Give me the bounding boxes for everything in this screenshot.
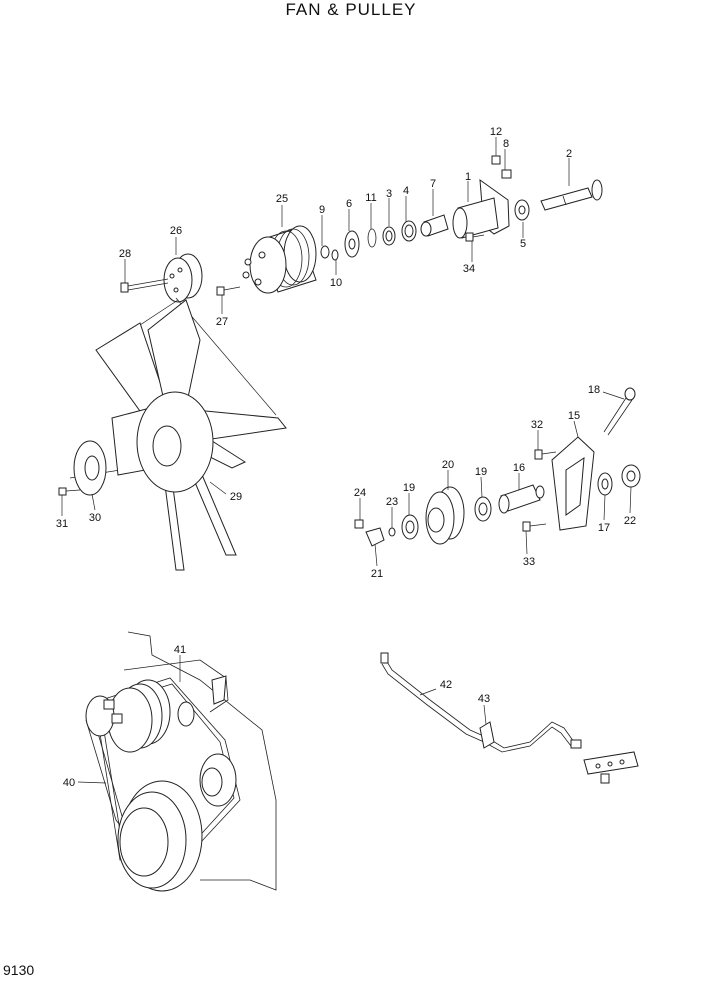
callout-25: 25 xyxy=(276,193,288,205)
part-bolt-18[interactable] xyxy=(603,387,636,436)
leader-lines xyxy=(61,137,632,784)
callout-33: 33 xyxy=(523,556,535,568)
part-snap-ring-11[interactable] xyxy=(367,228,377,248)
callout-22: 22 xyxy=(624,515,636,527)
part-bearing-4[interactable] xyxy=(401,220,417,242)
part-fitting-21[interactable] xyxy=(365,527,385,547)
callout-7: 7 xyxy=(430,178,436,190)
callout-6: 6 xyxy=(346,198,352,210)
callout-43: 43 xyxy=(478,693,490,705)
part-fitting-8[interactable] xyxy=(501,169,512,179)
callout-23: 23 xyxy=(386,496,398,508)
callout-5: 5 xyxy=(520,238,526,250)
part-bolt-27[interactable] xyxy=(216,286,241,296)
part-bolt-28[interactable] xyxy=(120,278,169,293)
part-nut-22[interactable] xyxy=(621,464,641,488)
callout-28: 28 xyxy=(119,248,131,260)
part-bracket-15[interactable] xyxy=(551,436,595,531)
callout-40: 40 xyxy=(63,777,75,789)
hub-assembly xyxy=(120,155,603,303)
callout-18: 18 xyxy=(588,384,600,396)
callout-29: 29 xyxy=(230,491,242,503)
callout-27: 27 xyxy=(216,316,228,328)
callout-15: 15 xyxy=(568,410,580,422)
callout-2: 2 xyxy=(566,148,572,160)
part-bolt-32[interactable] xyxy=(534,449,557,460)
callout-3: 3 xyxy=(386,188,392,200)
callout-10: 10 xyxy=(330,277,342,289)
fan-assembly xyxy=(58,297,287,571)
callout-labels: 1 2 3 4 5 6 7 8 9 10 11 12 15 16 17 18 1… xyxy=(56,126,636,789)
part-hub-26[interactable] xyxy=(163,253,203,303)
callout-42: 42 xyxy=(440,679,452,691)
engine-belt-view xyxy=(85,631,277,892)
callout-9: 9 xyxy=(319,204,325,216)
part-hose-42[interactable] xyxy=(380,652,582,753)
callout-26: 26 xyxy=(170,225,182,237)
part-bearing-3[interactable] xyxy=(382,226,396,246)
callout-8: 8 xyxy=(503,138,509,150)
callout-16: 16 xyxy=(513,462,525,474)
part-housing[interactable] xyxy=(452,178,510,239)
idler-assembly xyxy=(354,387,641,547)
callout-41: 41 xyxy=(174,644,186,656)
callout-19-left: 19 xyxy=(403,482,415,494)
callout-19-right: 19 xyxy=(475,466,487,478)
callout-20: 20 xyxy=(442,459,454,471)
callout-21: 21 xyxy=(371,568,383,580)
part-fan-29[interactable] xyxy=(95,299,287,571)
part-bolt-33[interactable] xyxy=(522,521,547,532)
callout-34: 34 xyxy=(463,263,475,275)
callout-12: 12 xyxy=(490,126,502,138)
part-bearing-19-left[interactable] xyxy=(401,514,419,540)
hose-assembly xyxy=(380,652,639,784)
part-bolt-31[interactable] xyxy=(58,487,81,496)
part-bearing-19-right[interactable] xyxy=(474,496,492,522)
part-bolt-34[interactable] xyxy=(465,232,485,242)
part-plug-24[interactable] xyxy=(354,519,364,529)
diagram-title: FAN & PULLEY xyxy=(285,0,417,19)
part-shaft[interactable] xyxy=(540,179,603,211)
part-washer-17[interactable] xyxy=(597,472,613,496)
part-idler-pulley-20[interactable] xyxy=(425,486,465,545)
callout-31: 31 xyxy=(56,518,68,530)
callout-1: 1 xyxy=(465,171,471,183)
part-sleeve-7[interactable] xyxy=(420,214,449,237)
callout-30: 30 xyxy=(89,512,101,524)
part-shaft-16[interactable] xyxy=(498,484,545,514)
part-spacer-30[interactable] xyxy=(73,440,107,496)
part-washer-5[interactable] xyxy=(514,199,530,221)
part-clamp-43[interactable] xyxy=(479,721,495,749)
page-number: 9130 xyxy=(3,962,35,978)
part-plug-12[interactable] xyxy=(491,155,501,165)
part-washer-23[interactable] xyxy=(388,527,396,537)
callout-11: 11 xyxy=(365,192,376,204)
part-seal-6[interactable] xyxy=(344,230,360,258)
callout-24: 24 xyxy=(354,487,366,499)
part-nut-9[interactable] xyxy=(320,245,339,261)
callout-17: 17 xyxy=(598,522,610,534)
part-pulley-25[interactable] xyxy=(242,225,317,294)
callout-4: 4 xyxy=(403,185,409,197)
callout-32: 32 xyxy=(531,419,543,431)
part-block[interactable] xyxy=(583,751,639,784)
